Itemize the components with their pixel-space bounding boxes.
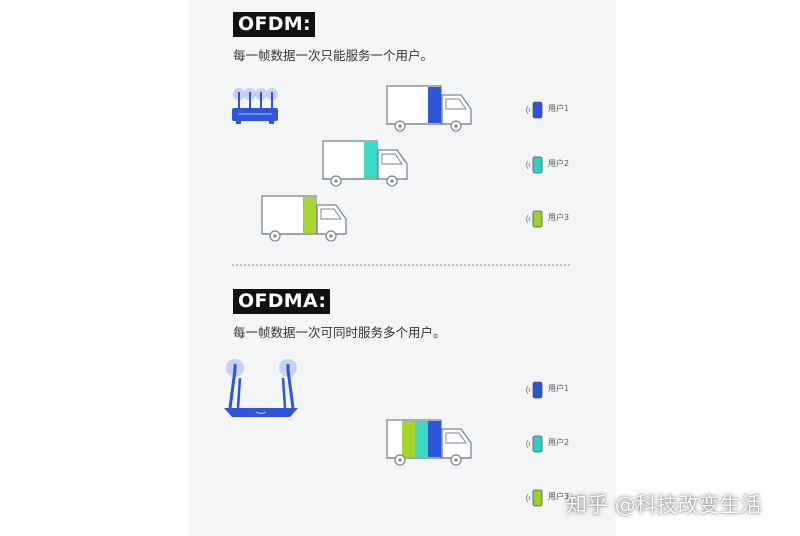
ofdm-user-1-label: 用户1	[548, 104, 570, 113]
ofdm-truck-2	[322, 140, 408, 187]
ofdm-truck-2-hub-1	[334, 179, 338, 183]
section-divider	[232, 264, 570, 266]
ofdm-truck-3	[261, 195, 347, 242]
ofdma-user-1: 用户1	[520, 380, 590, 400]
ofdma-truck-cargo-block-2	[415, 421, 428, 457]
ofdm-user-1-phone-icon	[526, 101, 543, 119]
ofdma-user-3: 用户3	[520, 488, 590, 508]
ofdma-description: 每一帧数据一次可同时服务多个用户。	[233, 325, 446, 340]
ofdm-user-3: 用户3	[520, 209, 590, 229]
ofdm-user-1: 用户1	[520, 100, 590, 120]
ofdm-truck-1	[386, 85, 472, 132]
ofdma-user-2: 用户2	[520, 434, 590, 454]
wifi-router-icon	[224, 359, 298, 417]
ofdm-truck-1-hub-2	[454, 124, 458, 128]
ofdma-heading: OFDMA:	[233, 289, 331, 314]
ofdm-user-2-phone-icon	[526, 156, 543, 174]
ofdm-truck-2-hub-2	[390, 179, 394, 183]
ofdm-truck-1-window	[445, 98, 467, 110]
ofdm-heading: OFDM:	[233, 12, 315, 37]
ofdm-description: 每一帧数据一次只能服务一个用户。	[233, 48, 434, 63]
ofdma-truck-hub-1	[398, 458, 402, 462]
ofdm-user-2-label: 用户2	[548, 159, 570, 168]
ofdma-truck-cargo-block-1	[402, 421, 415, 457]
ofdma-truck-cargo-block-3	[428, 421, 441, 457]
ofdma-truck-hub-2	[454, 458, 458, 462]
ofdma-user-1-phone-icon	[526, 381, 543, 399]
ofdma-user-1-label: 用户1	[548, 384, 570, 393]
ofdm-truck-2-window	[381, 153, 403, 165]
ofdm-truck-2-cargo-block-1	[364, 142, 377, 178]
ofdm-user-2: 用户2	[520, 155, 590, 175]
router-icon	[232, 88, 278, 124]
ofdm-user-3-label: 用户3	[548, 213, 570, 222]
watermark: 知乎 @科技改变生活	[566, 493, 762, 517]
ofdma-user-2-label: 用户2	[548, 438, 570, 447]
ofdm-user-3-phone-icon	[526, 210, 543, 228]
ofdma-user-2-phone-icon	[526, 435, 543, 453]
ofdm-truck-3-hub-2	[329, 234, 333, 238]
ofdm-truck-1-cargo-block-1	[428, 87, 441, 123]
ofdm-truck-3-hub-1	[273, 234, 277, 238]
ofdm-truck-3-cargo-block-1	[303, 197, 316, 233]
ofdma-truck	[386, 419, 472, 466]
ofdma-user-3-phone-icon	[526, 489, 543, 507]
ofdma-user-3-label: 用户3	[548, 492, 570, 501]
ofdm-truck-1-hub-1	[398, 124, 402, 128]
diagram-panel: OFDM: 每一帧数据一次只能服务一个用户。 用户1 用户2	[190, 0, 616, 536]
ofdm-truck-3-window	[320, 208, 342, 220]
ofdma-truck-window	[445, 432, 467, 444]
